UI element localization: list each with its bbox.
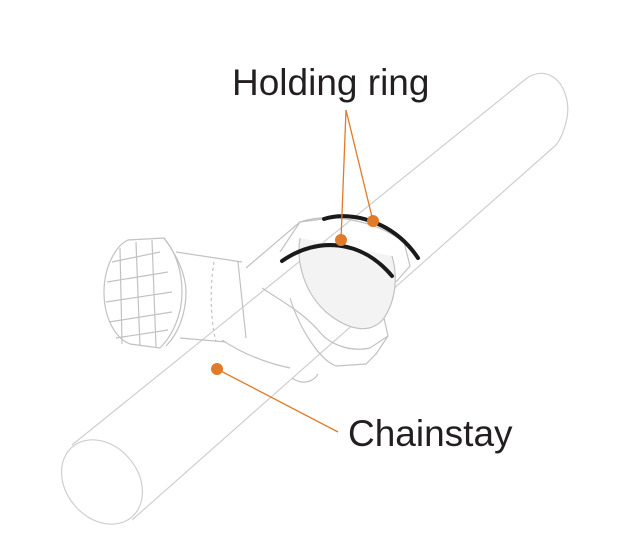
holding-ring-leader-2 xyxy=(345,109,374,222)
chainstay-dot xyxy=(211,363,223,375)
tube-edge-bottom xyxy=(131,144,557,521)
holding-ring-dot-upper xyxy=(367,215,379,227)
tube-end-cap-far xyxy=(526,72,569,146)
tube-end-cap-near xyxy=(60,439,144,525)
knob xyxy=(103,237,187,349)
chainstay-tube xyxy=(60,72,569,525)
leader-dots xyxy=(211,215,379,375)
holding-ring-leader-1 xyxy=(340,109,347,241)
mount-body xyxy=(103,217,411,383)
ring-housing xyxy=(298,217,411,330)
holding-ring-label: Holding ring xyxy=(232,62,430,103)
chainstay-leader xyxy=(216,368,339,433)
holding-ring-dot-lower xyxy=(335,234,347,246)
chainstay-label: Chainstay xyxy=(348,413,513,454)
leader-lines xyxy=(216,109,374,433)
barrel xyxy=(175,251,247,343)
